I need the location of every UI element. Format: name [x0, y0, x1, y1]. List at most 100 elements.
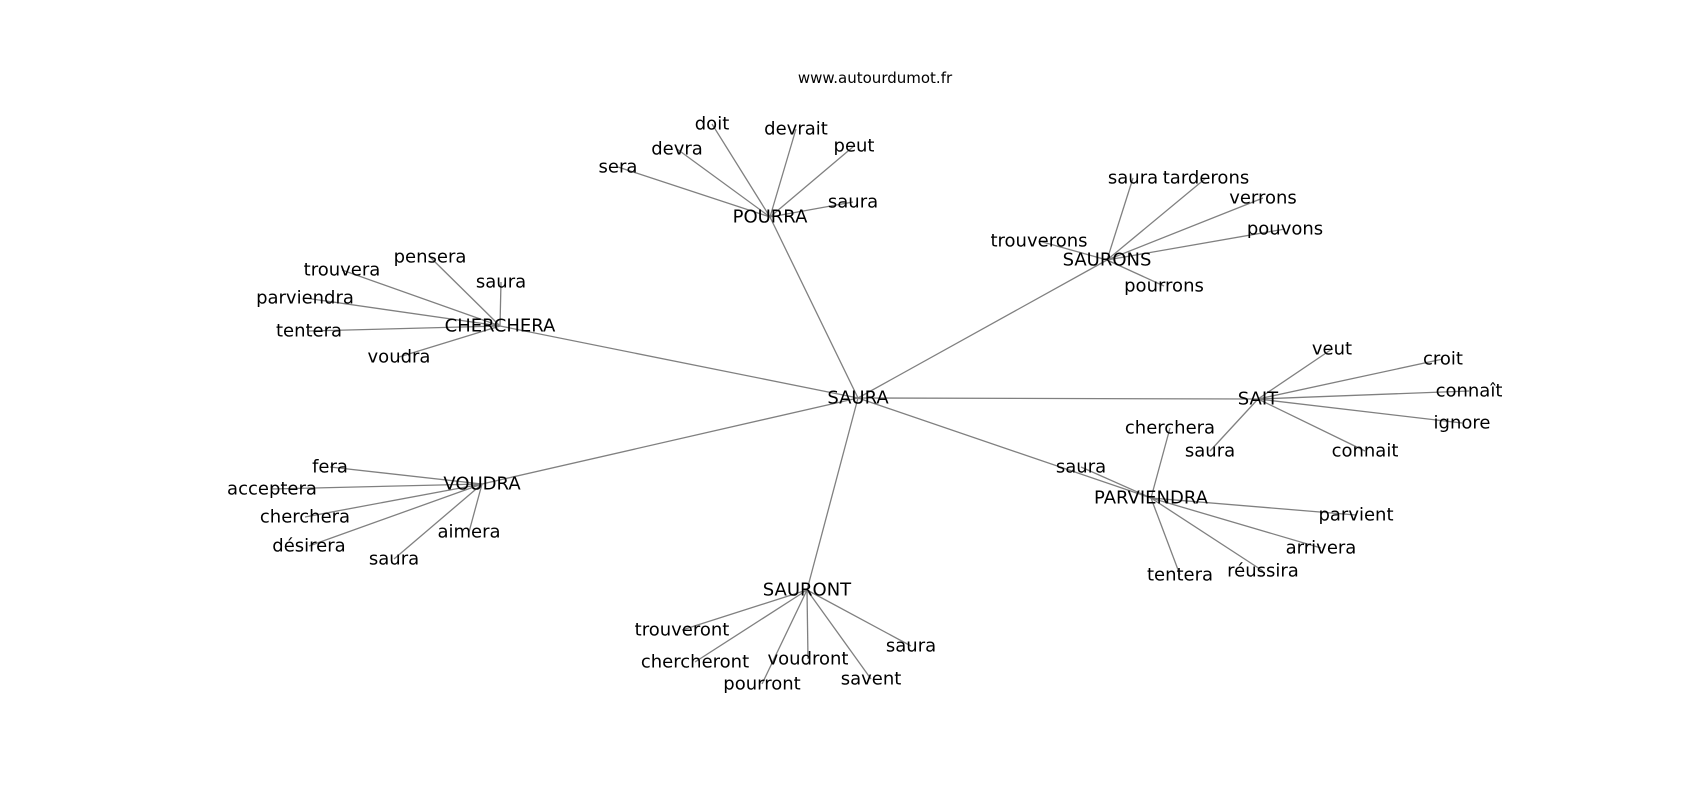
site-url: www.autourdumot.fr [798, 69, 953, 87]
edge-pourra-to-sera [617, 166, 771, 218]
edge-sait-to-ignore [1257, 398, 1463, 424]
leaf-node-saurons-pouvons: pouvons [1247, 219, 1323, 240]
hub-node-parviendra: PARVIENDRA [1094, 488, 1209, 509]
edge-sauront-to-pourront [761, 589, 808, 685]
edge-sauront-to-trouveront [681, 589, 808, 631]
leaf-node-pourra-devra: devra [651, 139, 703, 160]
edge-center-to-pourra [769, 216, 859, 399]
leaf-node-parviendra-tentera: tentera [1147, 565, 1213, 586]
leaf-node-cherchera-parviendra: parviendra [256, 288, 354, 309]
leaf-node-cherchera-tentera: tentera [276, 321, 342, 342]
edge-voudra-to-saura [393, 483, 483, 560]
edge-voudra-to-cherchera [304, 483, 483, 518]
leaf-node-cherchera-pensera: pensera [394, 247, 467, 268]
leaf-node-voudra-saura: saura [369, 549, 419, 570]
hub-node-pourra: POURRA [733, 207, 808, 228]
leaf-node-sauront-trouveront: trouveront [635, 620, 730, 641]
edge-sait-to-connait [1257, 390, 1470, 400]
edge-saurons-to-pourrons [1106, 259, 1165, 287]
leaf-node-sauront-saura: saura [886, 636, 936, 657]
edge-parviendra-to-parvient [1150, 497, 1357, 516]
edge-center-to-sait [857, 397, 1259, 400]
edge-voudra-to-fera [329, 466, 483, 485]
leaf-node-saurons-trouverons: trouverons [990, 231, 1087, 252]
hub-node-sait: SAIT [1238, 389, 1279, 410]
hub-node-cherchera: CHERCHERA [445, 316, 556, 337]
edge-center-to-parviendra [857, 397, 1152, 499]
leaf-node-parviendra-arrivera: arrivera [1286, 538, 1357, 559]
edge-parviendra-to-saura [1080, 466, 1152, 499]
edge-voudra-to-aimera [468, 483, 483, 533]
leaf-node-pourra-peut: peut [834, 136, 875, 157]
node-center-saura: SAURA [827, 388, 889, 409]
leaf-node-voudra-acceptera: acceptera [227, 479, 317, 500]
edge-saurons-to-saura [1106, 177, 1134, 261]
edge-sauront-to-chercheront [694, 589, 808, 663]
edge-center-to-sauront [806, 397, 859, 591]
edge-cherchera-to-parviendra [304, 297, 501, 327]
leaf-node-sait-connait: connaît [1436, 381, 1503, 402]
leaf-node-sauront-savent: savent [841, 669, 902, 690]
hub-node-sauront: SAURONT [763, 580, 852, 601]
edge-pourra-to-devrait [769, 128, 797, 218]
leaf-node-saurons-tarderons: tarderons [1163, 168, 1249, 189]
edge-parviendra-to-cherchera [1150, 427, 1171, 499]
leaf-node-sait-croit: croit [1423, 349, 1463, 370]
edge-saurons-to-verrons [1106, 197, 1264, 261]
leaf-node-sait-saura: saura [1185, 441, 1235, 462]
edge-center-to-saurons [857, 259, 1108, 399]
edge-saurons-to-pouvons [1106, 228, 1286, 261]
leaf-node-saurons-saura: saura [1108, 168, 1158, 189]
edge-parviendra-to-reussira [1150, 497, 1264, 572]
leaf-node-cherchera-saura: saura [476, 272, 526, 293]
edges-group [271, 123, 1470, 685]
edge-sait-to-saura [1209, 398, 1259, 452]
leaf-node-parviendra-reussira: réussira [1227, 561, 1299, 582]
leaf-node-sait-ignore: ignore [1434, 413, 1491, 434]
edge-sauront-to-savent [806, 589, 872, 680]
leaf-node-sait-veut: veut [1312, 339, 1352, 360]
edge-sait-to-veut [1257, 348, 1333, 400]
leaf-node-pourra-saura: saura [828, 192, 878, 213]
leaf-node-pourra-doit: doit [695, 114, 730, 135]
edge-center-to-cherchera [499, 325, 859, 399]
labels-group: SAURA POURRA sera devra doit devrait peut saura… [227, 114, 1502, 695]
edge-sait-to-connait [1257, 398, 1366, 452]
edge-pourra-to-devra [676, 148, 771, 218]
leaf-node-voudra-aimera: aimera [437, 522, 500, 543]
leaf-node-parviendra-parvient: parvient [1318, 505, 1393, 526]
leaf-node-sait-connait: connait [1332, 441, 1399, 462]
leaf-node-voudra-fera: fera [312, 457, 348, 478]
leaf-node-cherchera-trouvera: trouvera [304, 260, 381, 281]
leaf-node-parviendra-saura: saura [1056, 457, 1106, 478]
edge-pourra-to-saura [769, 201, 854, 218]
edge-cherchera-to-voudra [398, 325, 501, 358]
edge-sauront-to-saura [806, 589, 912, 647]
edge-saurons-to-tarderons [1106, 177, 1207, 261]
edge-pourra-to-doit [711, 123, 771, 218]
leaf-node-sauront-chercheront: chercheront [641, 652, 749, 673]
edge-cherchera-to-trouvera [341, 269, 501, 327]
leaf-node-saurons-pourrons: pourrons [1124, 276, 1204, 297]
edge-parviendra-to-arrivera [1150, 497, 1322, 549]
leaf-node-pourra-devrait: devrait [764, 119, 828, 140]
edge-saurons-to-trouverons [1038, 240, 1108, 261]
leaf-node-sauront-voudront: voudront [768, 649, 849, 670]
edge-cherchera-to-tentera [308, 325, 501, 332]
edge-parviendra-to-tentera [1150, 497, 1181, 576]
hub-node-voudra: VOUDRA [443, 474, 521, 495]
leaf-node-pourra-sera: sera [599, 157, 638, 178]
edge-voudra-to-acceptera [271, 483, 483, 490]
edge-sait-to-croit [1257, 358, 1444, 400]
leaf-node-parviendra-cherchera: cherchera [1125, 418, 1215, 439]
edge-pourra-to-peut [769, 145, 855, 218]
leaf-node-voudra-desirera: désirera [272, 536, 345, 557]
leaf-node-sauront-pourront: pourront [723, 674, 800, 695]
hub-node-saurons: SAURONS [1063, 250, 1152, 271]
edge-sauront-to-voudront [806, 589, 809, 660]
edge-voudra-to-desirera [308, 483, 483, 547]
edge-cherchera-to-saura [499, 281, 502, 327]
leaf-node-voudra-cherchera: cherchera [260, 507, 350, 528]
edge-cherchera-to-pensera [429, 256, 501, 327]
